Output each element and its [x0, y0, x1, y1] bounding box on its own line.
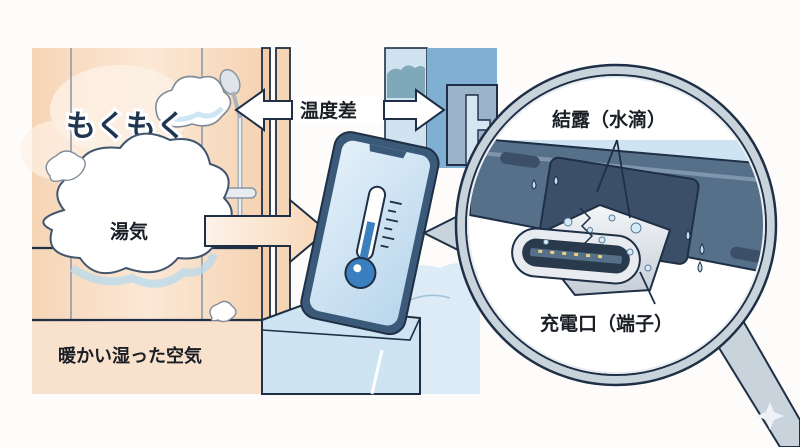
warm-humid-air-label: 暖かい湿った空気 — [58, 345, 202, 367]
temperature-difference-label: 温度差 — [300, 99, 357, 122]
magnifying-glass-icon — [454, 63, 800, 447]
usb-c-port-icon — [511, 203, 672, 297]
charging-port-label: 充電口（端子） — [540, 312, 673, 335]
steam-cloud-icon — [155, 75, 232, 128]
steam-label: 湯気 — [110, 220, 148, 243]
water-drop-icon — [531, 175, 705, 273]
condensation-label: 結露（水滴） — [552, 108, 666, 131]
shower-head-icon — [219, 68, 257, 230]
sparkle-icon — [756, 402, 784, 430]
warm-air-arrow-icon — [204, 197, 329, 265]
smartphone-icon — [300, 131, 440, 336]
double-arrow-icon — [234, 88, 446, 132]
thermometer-icon — [344, 185, 402, 289]
